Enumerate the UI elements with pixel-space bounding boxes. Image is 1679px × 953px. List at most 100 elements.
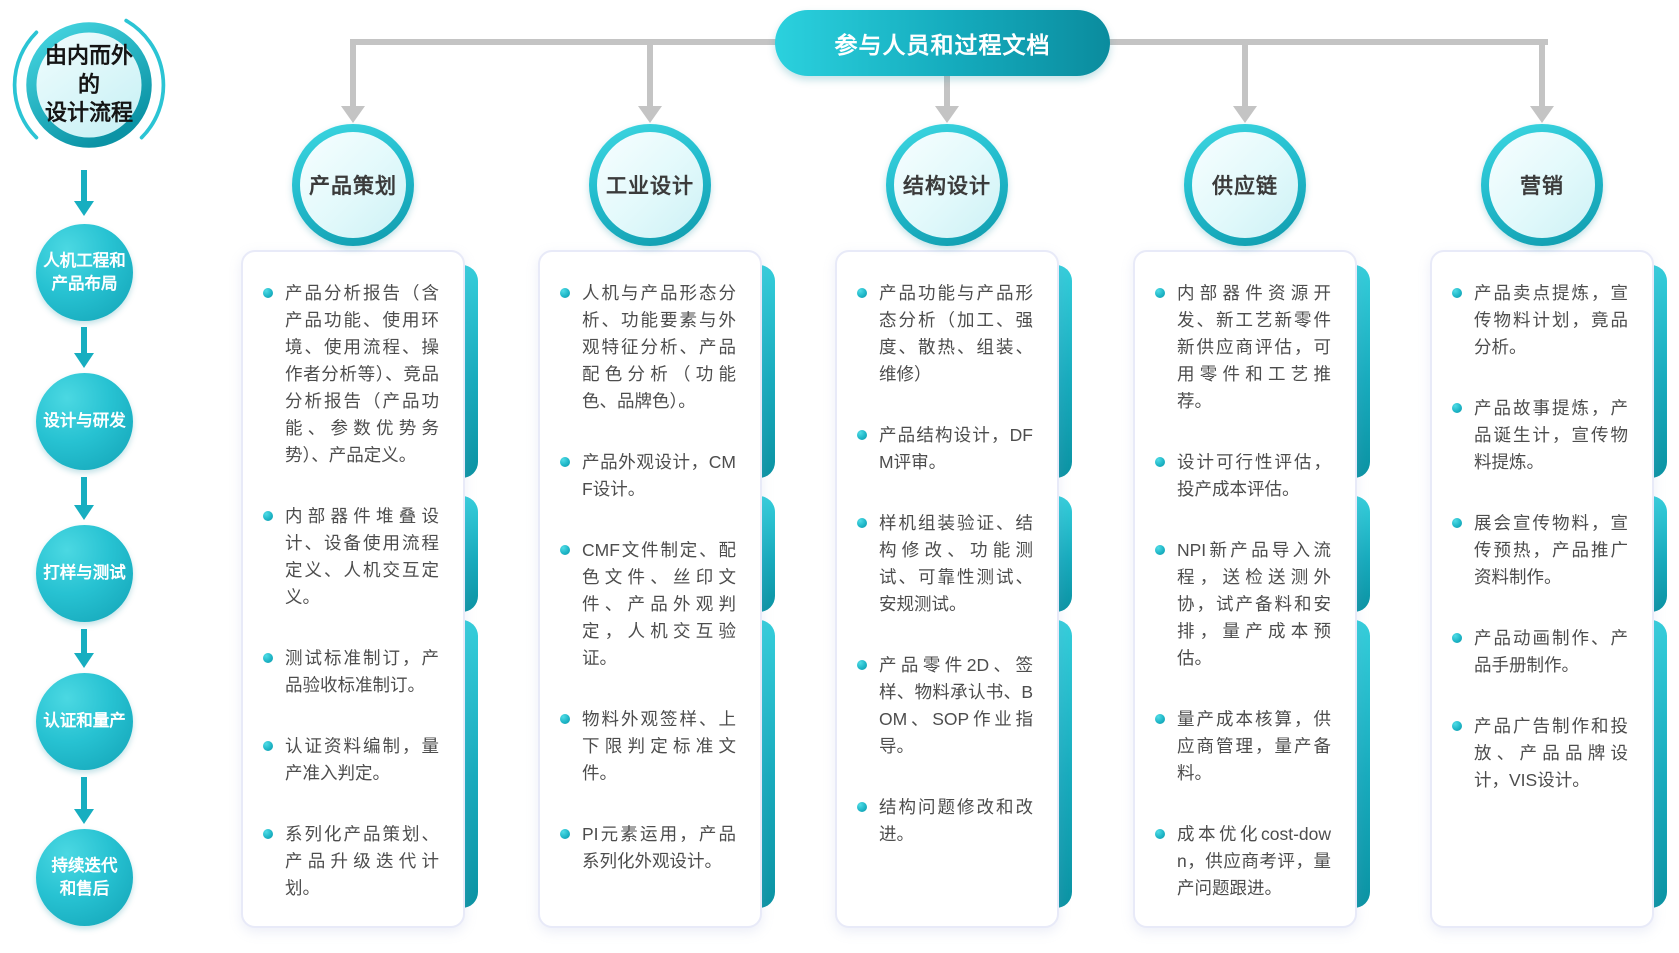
bullet-item: 内部器件资源开发、新工艺新零件新供应商评估，可用零件和工艺推荐。 [1155,280,1331,415]
bullet-text: NPI新产品导入流程，送检送测外协，试产备料和安排，量产成本预估。 [1177,540,1331,668]
bullet-item: 产品结构设计，DFM评审。 [857,422,1033,476]
column-title-circle-inner: 供应链 [1192,132,1298,238]
bullet-text: 样机组装验证、结构修改、功能测试、可靠性测试、安规测试。 [879,513,1033,614]
bullet-list: 内部器件资源开发、新工艺新零件新供应商评估，可用零件和工艺推荐。 设计可行性评估… [1135,252,1355,926]
column-title: 工业设计 [606,175,694,198]
header-pill-label: 参与人员和过程文档 [834,32,1051,58]
connector-arrowhead-icon [1530,106,1554,123]
bullet-item: 产品广告制作和投放、产品品牌设计，VIS设计。 [1452,713,1628,794]
bullet-dot-icon [263,829,273,839]
process-column: 供应链 内部器件资源开发、新工艺新零件新供应商评估，可用零件和工艺推荐。 设计可… [1133,0,1370,953]
bullet-item: 产品卖点提炼，宣传物料计划，竟品分析。 [1452,280,1628,361]
arrow-shaft [81,327,87,355]
bullet-text: 产品分析报告（含产品功能、使用环境、使用流程、操作者分析等）、竞品分析报告（产品… [285,283,439,465]
bullet-item: 内部器件堆叠设计、设备使用流程定义、人机交互定义。 [263,503,439,611]
bullet-dot-icon [263,511,273,521]
bullet-dot-icon [1452,288,1462,298]
bullet-dot-icon [560,457,570,467]
bullet-item: PI元素运用，产品系列化外观设计。 [560,821,736,875]
flow-step-label-line: 打样与测试 [43,564,126,583]
bullet-text: 人机与产品形态分析、功能要素与外观特征分析、产品配色分析（功能色、品牌色）。 [582,283,736,411]
column-title-circle-inner: 结构设计 [894,132,1000,238]
arrow-shaft [81,170,87,203]
bullet-item: 认证资料编制，量产准入判定。 [263,733,439,787]
connector-line-right [1108,39,1548,45]
bullet-text: 内部器件资源开发、新工艺新零件新供应商评估，可用零件和工艺推荐。 [1177,283,1331,411]
flow-step-circle: 设计与研发 [36,373,133,470]
bullet-text: 产品结构设计，DFM评审。 [879,425,1033,472]
arrow-head [74,505,94,520]
arrow-shaft [81,477,87,507]
bullet-dot-icon [1155,714,1165,724]
bullet-dot-icon [560,288,570,298]
badge-line: 设计流程 [44,100,133,126]
column-title-circle: 供应链 [1184,124,1306,246]
bullet-item: 产品零件2D、签样、物料承认书、BOM、SOP作业指导。 [857,652,1033,760]
flow-step-circle: 持续迭代和售后 [36,829,133,926]
bullet-item: CMF文件制定、配色文件、丝印文件、产品外观判定，人机交互验证。 [560,537,736,672]
bullet-text: 系列化产品策划、产品升级迭代计划。 [285,824,439,898]
bullet-text: PI元素运用，产品系列化外观设计。 [582,824,736,871]
bullet-text: 产品外观设计，CMF设计。 [582,452,736,499]
bullet-item: 量产成本核算，供应商管理，量产备料。 [1155,706,1331,787]
bullet-dot-icon [1155,829,1165,839]
flow-step-label-line: 设计与研发 [43,412,126,431]
bullet-dot-icon [263,288,273,298]
process-column: 营销 产品卖点提炼，宣传物料计划，竟品分析。 产品故事提炼，产品诞生计，宣传物料… [1430,0,1667,953]
bullet-dot-icon [857,660,867,670]
bullet-list: 产品分析报告（含产品功能、使用环境、使用流程、操作者分析等）、竞品分析报告（产品… [243,252,463,926]
connector-drop [350,39,356,106]
column-card: 产品功能与产品形态分析（加工、强度、散热、组装、维修） 产品结构设计，DFM评审… [835,250,1059,928]
column-card: 内部器件资源开发、新工艺新零件新供应商评估，可用零件和工艺推荐。 设计可行性评估… [1133,250,1357,928]
column-title: 产品策划 [309,175,397,198]
bullet-dot-icon [1155,288,1165,298]
column-title: 供应链 [1212,175,1278,198]
connector-drop [1539,39,1545,106]
bullet-item: 结构问题修改和改进。 [857,794,1033,848]
badge-line: 由内而外 [44,43,133,69]
bullet-item: 产品功能与产品形态分析（加工、强度、散热、组装、维修） [857,280,1033,388]
column-card: 产品分析报告（含产品功能、使用环境、使用流程、操作者分析等）、竞品分析报告（产品… [241,250,465,928]
bullet-list: 产品功能与产品形态分析（加工、强度、散热、组装、维修） 产品结构设计，DFM评审… [837,252,1057,926]
flow-step-circle: 打样与测试 [36,525,133,622]
bullet-list: 人机与产品形态分析、功能要素与外观特征分析、产品配色分析（功能色、品牌色）。 产… [540,252,760,926]
process-column: 结构设计 产品功能与产品形态分析（加工、强度、散热、组装、维修） 产品结构设计，… [835,0,1072,953]
bullet-item: 人机与产品形态分析、功能要素与外观特征分析、产品配色分析（功能色、品牌色）。 [560,280,736,415]
flow-step-label-line: 人机工程和 [43,252,126,271]
bullet-item: 样机组装验证、结构修改、功能测试、可靠性测试、安规测试。 [857,510,1033,618]
arrow-head [74,353,94,368]
bullet-text: 产品零件2D、签样、物料承认书、BOM、SOP作业指导。 [879,655,1033,756]
flow-step-label-line: 持续迭代 [51,857,118,876]
bullet-text: 产品功能与产品形态分析（加工、强度、散热、组装、维修） [879,283,1033,384]
bullet-dot-icon [857,430,867,440]
bullet-text: 产品广告制作和投放、产品品牌设计，VIS设计。 [1474,716,1628,790]
header-pill: 参与人员和过程文档 [775,10,1110,76]
bullet-dot-icon [560,545,570,555]
flow-step-label-line: 认证和量产 [43,712,126,731]
bullet-item: 展会宣传物料，宣传预热，产品推广资料制作。 [1452,510,1628,591]
connector-arrowhead-icon [1233,106,1257,123]
down-arrow-icon [72,477,96,520]
bullet-dot-icon [1155,545,1165,555]
bullet-text: 量产成本核算，供应商管理，量产备料。 [1177,709,1331,783]
bullet-text: 内部器件堆叠设计、设备使用流程定义、人机交互定义。 [285,506,439,607]
bullet-text: 展会宣传物料，宣传预热，产品推广资料制作。 [1474,513,1628,587]
bullet-dot-icon [1155,457,1165,467]
process-column: 产品策划 产品分析报告（含产品功能、使用环境、使用流程、操作者分析等）、竞品分析… [241,0,478,953]
arrow-head [74,201,94,216]
flow-step-label-line: 和售后 [59,879,110,898]
flow-step-circle: 认证和量产 [36,673,133,770]
bullet-dot-icon [560,714,570,724]
bullet-text: 测试标准制订，产品验收标准制订。 [285,648,439,695]
badge-title: 由内而外 的 设计流程 [10,6,168,164]
column-card: 人机与产品形态分析、功能要素与外观特征分析、产品配色分析（功能色、品牌色）。 产… [538,250,762,928]
bullet-item: 设计可行性评估，投产成本评估。 [1155,449,1331,503]
bullet-dot-icon [1452,721,1462,731]
bullet-text: CMF文件制定、配色文件、丝印文件、产品外观判定，人机交互验证。 [582,540,736,668]
arrow-head [74,809,94,824]
bullet-dot-icon [1452,518,1462,528]
process-badge: 由内而外 的 设计流程 [10,6,168,164]
arrow-shaft [81,777,87,811]
bullet-dot-icon [1452,403,1462,413]
